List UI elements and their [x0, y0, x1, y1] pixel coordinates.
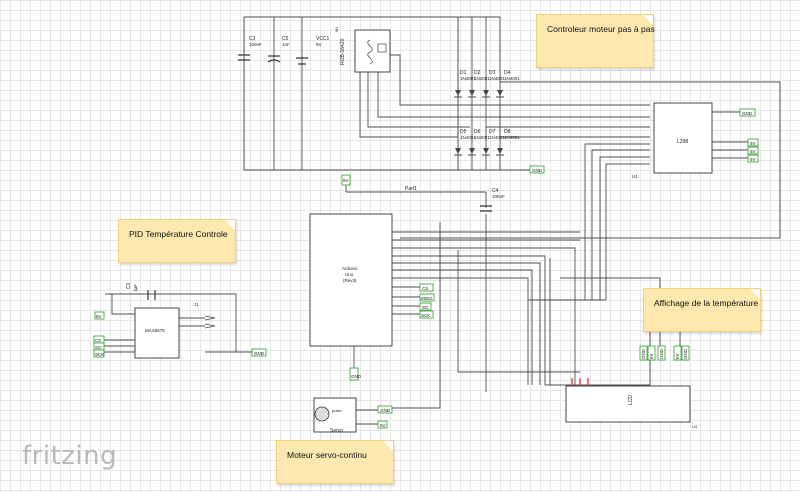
d5-model: 1N4001 — [460, 135, 476, 140]
motor-part-label: ROB-08420 — [340, 38, 346, 65]
d7-model: 1N4001 — [489, 135, 505, 140]
net-lcd-3: GND — [659, 348, 664, 359]
net-gnd-left: GND — [254, 351, 265, 356]
net-gnd-servo: GND — [380, 408, 391, 413]
d2-model: 1N4001 — [474, 76, 490, 81]
arduino-label-1: Arduino — [342, 266, 358, 271]
l298-chip — [653, 102, 713, 174]
net-lcd-1: GND — [641, 348, 646, 359]
note-pid[interactable]: PID Température Controle — [118, 219, 236, 263]
c1-label: C1 — [126, 282, 132, 289]
net-vin: 5V — [343, 178, 349, 183]
d2-label: D2 — [474, 70, 481, 76]
note-servo-text: Moteur servo-continu — [287, 450, 367, 460]
max6675-chip — [134, 307, 180, 359]
net-5v-left: 5V — [96, 314, 102, 319]
d3-model: 1N4001 — [489, 76, 505, 81]
net-l298-5v-2: 5V — [750, 149, 756, 154]
note-pid-text: PID Température Controle — [129, 229, 228, 239]
j1-label: J1 — [194, 302, 199, 307]
note-stepper-text: Controleur moteur pas à pas — [547, 24, 655, 34]
net-sck: SCK — [421, 313, 430, 318]
part1-label: Part1 — [405, 186, 417, 192]
power-rail-frame — [243, 16, 459, 171]
servo-pulse-label: pulse — [332, 408, 342, 413]
net-l298-5v-3: 5V — [750, 157, 756, 162]
net-5v-servo: 5V — [380, 423, 386, 428]
c3-value: 100nF — [249, 42, 262, 47]
net-cs-left: CS — [95, 338, 101, 343]
net-sck-left: SCK — [95, 352, 104, 357]
d1-label: D1 — [460, 70, 467, 76]
lcd-ref-label: U3 — [692, 424, 698, 429]
net-miso: MISO — [421, 296, 433, 301]
l298-label: L298 — [677, 139, 688, 145]
d6-model: 1N4001 — [474, 135, 490, 140]
stepper-motor-symbol — [354, 29, 391, 73]
d6-label: D6 — [474, 129, 481, 135]
net-so: SO — [422, 305, 429, 310]
note-stepper-controller[interactable]: Controleur moteur pas à pas — [536, 14, 655, 68]
motor-ref-label: M1 — [334, 26, 339, 32]
lcd-module — [565, 385, 691, 423]
d8-model: 1N4001 — [504, 135, 520, 140]
d8-label: D8 — [504, 129, 511, 135]
d3-label: D3 — [489, 70, 496, 76]
net-so-left: SO — [95, 345, 102, 350]
arduino-uno — [309, 213, 393, 347]
d4-model: 1N4001 — [504, 76, 520, 81]
note-display[interactable]: Affichage de la température — [643, 288, 761, 332]
c4-label: C4 — [492, 188, 499, 194]
note-servo[interactable]: Moteur servo-continu — [276, 440, 394, 484]
c5-label: C5 — [282, 36, 289, 42]
fritzing-logo: fritzing — [22, 441, 118, 471]
arduino-label-3: (Rev3) — [343, 278, 357, 283]
servo-horn-icon — [314, 406, 330, 422]
net-gnd-l298: GND — [742, 111, 753, 116]
vcc-label: VCC1 — [316, 36, 330, 42]
d7-label: D7 — [489, 129, 496, 135]
net-gnd-arduino: GND — [351, 374, 362, 379]
arduino-label-2: Uno — [345, 272, 354, 277]
note-display-text: Affichage de la température — [654, 298, 759, 308]
d4-label: D4 — [504, 70, 511, 76]
c5-value: 1nF — [282, 42, 290, 47]
net-gnd-bridge: GND — [532, 168, 543, 173]
d1-model: 1N4001 — [460, 76, 476, 81]
net-lcd-4: 5V — [675, 353, 680, 359]
servo-label: Servo — [330, 428, 343, 434]
max6675-label: MAX6675 — [145, 328, 165, 333]
lcd-label: LCD — [628, 395, 634, 405]
c1-value: 1µF — [133, 284, 138, 292]
c4-value: 100nF — [492, 194, 505, 199]
net-lcd-2: 5V — [649, 353, 654, 359]
net-cs: CS — [422, 286, 428, 291]
diode-bridge — [454, 90, 504, 156]
net-lcd-5: GND — [683, 348, 688, 359]
c3-label: C3 — [249, 36, 256, 42]
d5-label: D5 — [460, 129, 467, 135]
u1-label: U1 — [632, 174, 638, 179]
net-l298-5v-1: 5V — [750, 141, 756, 146]
vcc-value: 9V — [316, 42, 322, 47]
